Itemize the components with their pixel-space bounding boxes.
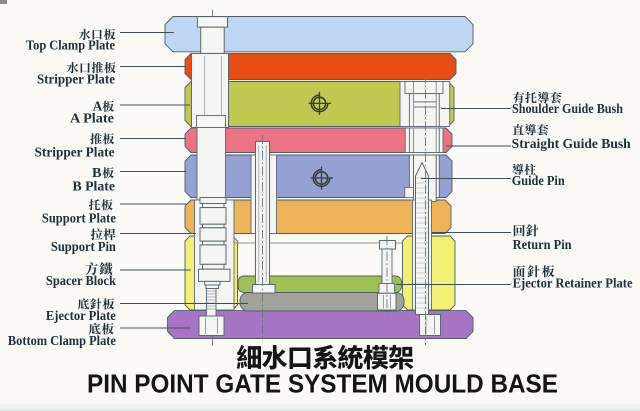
svg-text:Support Plate: Support Plate: [42, 210, 116, 225]
svg-text:Straight Guide Bush: Straight Guide Bush: [512, 136, 632, 151]
svg-text:Ejector Retainer Plate: Ejector Retainer Plate: [513, 276, 633, 291]
svg-text:Ejector Plate: Ejector Plate: [46, 308, 116, 323]
svg-text:Shoulder Guide Bush: Shoulder Guide Bush: [512, 101, 624, 116]
svg-text:Guide Pin: Guide Pin: [512, 173, 566, 188]
svg-text:Top Clamp Plate: Top Clamp Plate: [26, 38, 115, 53]
svg-text:Return Pin: Return Pin: [513, 237, 573, 252]
svg-text:B: B: [92, 165, 102, 180]
svg-text:B Plate: B Plate: [73, 179, 116, 194]
svg-text:PIN POINT GATE SYSTEM MOULD BA: PIN POINT GATE SYSTEM MOULD BASE: [87, 369, 558, 399]
svg-text:A: A: [93, 99, 103, 114]
svg-text:Stripper Plate: Stripper Plate: [37, 72, 115, 87]
svg-text:Support Pin: Support Pin: [51, 239, 117, 254]
svg-text:Bottom Clamp Plate: Bottom Clamp Plate: [8, 333, 116, 348]
svg-text:Stripper Plate: Stripper Plate: [35, 145, 115, 160]
svg-text:Spacer Block: Spacer Block: [46, 273, 117, 288]
svg-text:A Plate: A Plate: [70, 111, 114, 126]
